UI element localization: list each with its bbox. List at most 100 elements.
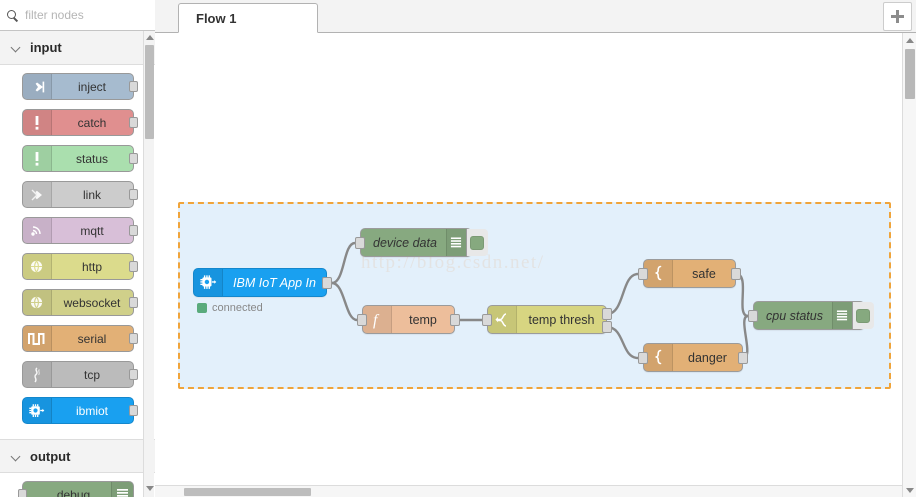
- palette-node-label: catch: [77, 115, 107, 130]
- node-input-port[interactable]: [482, 314, 492, 326]
- node-input-port[interactable]: [748, 310, 758, 322]
- debug-lines-icon: [110, 482, 133, 497]
- palette-node-status[interactable]: status: [21, 145, 138, 172]
- template-brace-icon: [644, 344, 673, 371]
- palette-node-label: websocket: [63, 295, 121, 310]
- switch-icon: [488, 306, 517, 333]
- palette-node-label: http: [81, 259, 102, 274]
- node-output-port[interactable]: [322, 277, 332, 289]
- search-input[interactable]: [23, 7, 143, 23]
- debug-toggle-button[interactable]: [851, 302, 874, 329]
- palette-node-link[interactable]: link: [21, 181, 138, 208]
- palette-search-bar[interactable]: [0, 0, 155, 31]
- palette-node-label: link: [82, 187, 101, 202]
- palette-node-websocket[interactable]: websocket: [21, 289, 138, 316]
- palette-category-label: output: [30, 448, 71, 464]
- palette-node-ibmiot[interactable]: ibmiot: [21, 397, 138, 424]
- triangle-down-icon[interactable]: [145, 484, 154, 495]
- flow-node-label: temp: [409, 312, 437, 327]
- palette-node-label: status: [75, 151, 108, 166]
- palette-node-label: inject: [77, 79, 106, 94]
- node-output-port[interactable]: [128, 153, 138, 164]
- antenna-icon: [22, 218, 52, 243]
- flow-node-cpu-status[interactable]: cpu status: [748, 301, 874, 330]
- node-output-port[interactable]: [128, 81, 138, 92]
- link-arrow-icon: [22, 182, 52, 207]
- chip-icon: [22, 398, 52, 423]
- node-output-port[interactable]: [128, 405, 138, 416]
- triangle-up-icon[interactable]: [145, 33, 154, 44]
- node-output-port-1[interactable]: [602, 308, 612, 320]
- flow-node-label: danger: [688, 350, 727, 365]
- debug-toggle-button[interactable]: [465, 229, 488, 256]
- flow-node-danger[interactable]: danger: [638, 343, 748, 372]
- add-flow-button[interactable]: [883, 2, 912, 31]
- flow-node-ibm-iot-app-in[interactable]: IBM IoT App In: [193, 268, 332, 297]
- palette-node-http[interactable]: http: [21, 253, 138, 280]
- wire-ibm-to-device-data: [330, 241, 357, 285]
- svg-text:f: f: [373, 312, 380, 329]
- wave-icon: [22, 362, 52, 387]
- exclamation-icon: [22, 146, 52, 171]
- exclamation-icon: [22, 110, 52, 135]
- tab-flow-1[interactable]: Flow 1: [178, 3, 318, 33]
- chevron-down-icon: [12, 452, 21, 461]
- palette-scroll-area: input inject catch: [0, 31, 155, 497]
- flow-node-label: IBM IoT App In: [233, 275, 316, 290]
- node-output-port[interactable]: [731, 268, 741, 280]
- flow-node-temp-thresh[interactable]: temp thresh: [482, 305, 612, 334]
- palette-category-input[interactable]: input: [0, 31, 155, 65]
- flow-node-device-data[interactable]: device data: [355, 228, 488, 257]
- flow-tab-bar: Flow 1: [155, 0, 916, 33]
- node-output-port[interactable]: [128, 189, 138, 200]
- palette-scrollbar[interactable]: [143, 31, 154, 497]
- canvas-horizontal-scrollbar[interactable]: [155, 485, 902, 497]
- palette-sidebar: input inject catch: [0, 0, 155, 497]
- palette-node-serial[interactable]: serial: [21, 325, 138, 352]
- flow-node-label: cpu status: [766, 308, 823, 323]
- palette-category-output[interactable]: output: [0, 439, 155, 473]
- flow-wires: [330, 241, 750, 360]
- palette-node-tcp[interactable]: tcp: [21, 361, 138, 388]
- triangle-down-icon[interactable]: [906, 486, 914, 493]
- plus-icon: [891, 10, 904, 23]
- node-output-port[interactable]: [128, 261, 138, 272]
- node-input-port[interactable]: [638, 268, 648, 280]
- node-output-port[interactable]: [128, 117, 138, 128]
- flow-canvas[interactable]: http://blog.csdn.net/: [155, 33, 902, 485]
- palette-node-label: ibmiot: [75, 403, 108, 418]
- canvas-vertical-scrollbar[interactable]: [902, 33, 916, 497]
- palette-node-mqtt[interactable]: mqtt: [21, 217, 138, 244]
- flow-node-temp[interactable]: f temp: [357, 305, 460, 334]
- canvas-vscroll-thumb[interactable]: [905, 49, 915, 99]
- node-output-port[interactable]: [128, 333, 138, 344]
- node-output-port[interactable]: [128, 225, 138, 236]
- palette-node-inject[interactable]: inject: [21, 73, 138, 100]
- triangle-up-icon[interactable]: [906, 36, 914, 43]
- node-input-port[interactable]: [638, 352, 648, 364]
- node-output-port[interactable]: [128, 369, 138, 380]
- node-input-port[interactable]: [357, 314, 367, 326]
- node-input-port[interactable]: [17, 489, 27, 497]
- palette-scrollbar-thumb[interactable]: [145, 45, 154, 139]
- canvas-hscroll-thumb[interactable]: [184, 488, 311, 496]
- status-dot: [197, 303, 207, 313]
- inject-arrow-icon: [22, 74, 52, 99]
- flow-node-label: temp thresh: [528, 312, 595, 327]
- node-output-port-2[interactable]: [602, 321, 612, 333]
- palette-category-output-body: debug: [0, 473, 155, 497]
- palette-node-debug[interactable]: debug: [17, 481, 134, 497]
- node-output-port[interactable]: [450, 314, 460, 326]
- node-input-port[interactable]: [355, 237, 365, 249]
- globe-icon: [22, 254, 52, 279]
- node-output-port[interactable]: [738, 352, 748, 364]
- palette-node-catch[interactable]: catch: [21, 109, 138, 136]
- globe-icon: [22, 290, 52, 315]
- node-output-port[interactable]: [128, 297, 138, 308]
- pulse-icon: [22, 326, 52, 351]
- search-icon: [6, 9, 19, 22]
- flow-node-safe[interactable]: safe: [638, 259, 741, 288]
- chevron-down-icon: [12, 43, 21, 52]
- node-status-ibm-iot: connected: [197, 302, 263, 314]
- template-brace-icon: [644, 260, 673, 287]
